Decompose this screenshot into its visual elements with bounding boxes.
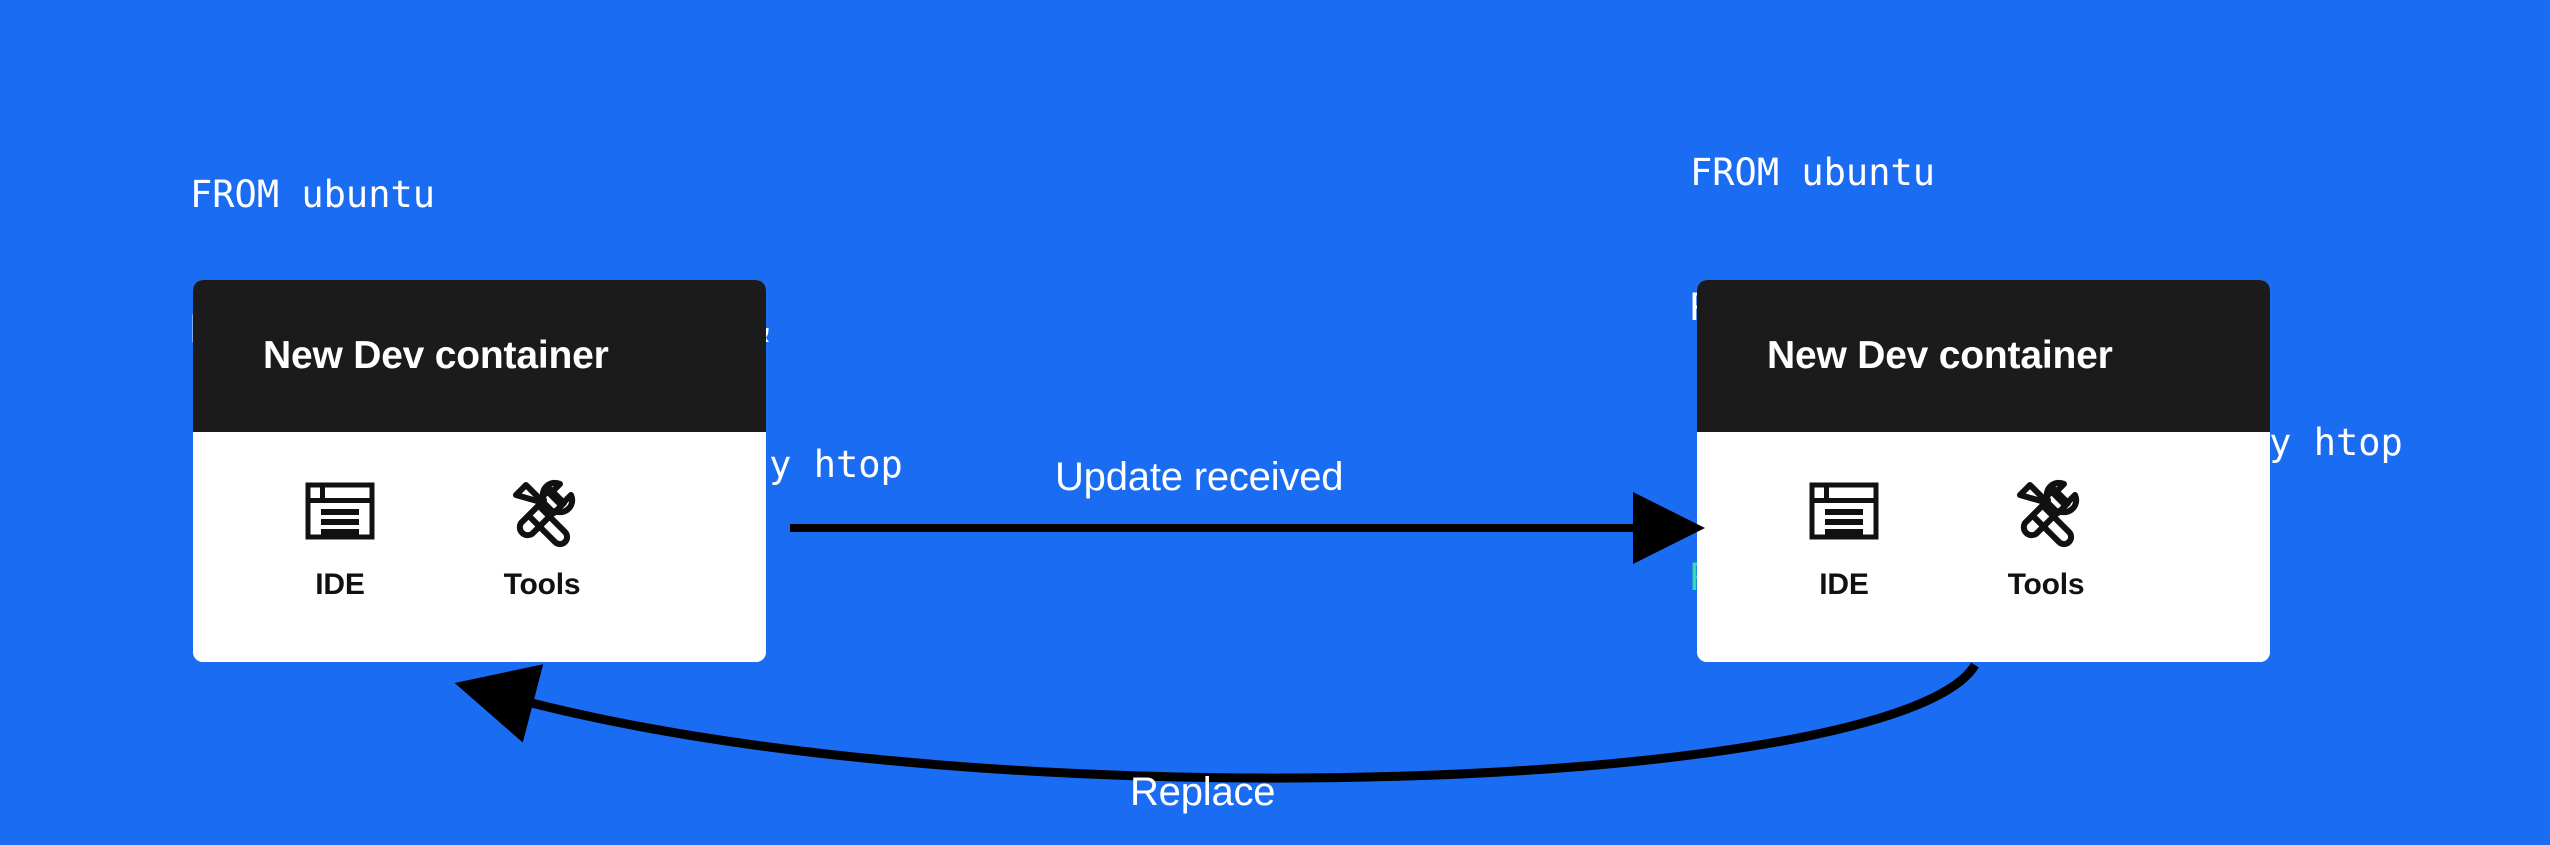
- card-item-label: Tools: [2007, 568, 2085, 601]
- replace-label: Replace: [1130, 770, 1276, 814]
- dev-container-card-after: New Dev container IDE: [1697, 280, 2270, 662]
- code-line: FROM ubuntu: [190, 173, 436, 216]
- card-item-ide[interactable]: IDE: [285, 472, 395, 602]
- dev-container-card-before: New Dev container IDE: [193, 280, 766, 662]
- ide-window-icon: [301, 472, 379, 550]
- card-item-label: IDE: [1819, 568, 1869, 601]
- card-body: IDE Tools: [1697, 432, 2270, 662]
- card-item-tools[interactable]: Tools: [1991, 472, 2101, 602]
- hammer-wrench-icon: [2007, 472, 2085, 550]
- card-item-label: IDE: [315, 568, 365, 601]
- card-title: New Dev container: [263, 334, 609, 377]
- hammer-wrench-icon: [503, 472, 581, 550]
- card-item-ide[interactable]: IDE: [1789, 472, 1899, 602]
- card-body: IDE Tools: [193, 432, 766, 662]
- card-header: New Dev container: [193, 280, 766, 432]
- card-item-label: Tools: [503, 568, 581, 601]
- code-line: FROM ubuntu: [1690, 151, 1936, 194]
- card-title: New Dev container: [1767, 334, 2113, 377]
- ide-window-icon: [1805, 472, 1883, 550]
- card-header: New Dev container: [1697, 280, 2270, 432]
- card-item-tools[interactable]: Tools: [487, 472, 597, 602]
- update-received-label: Update received: [1055, 455, 1344, 499]
